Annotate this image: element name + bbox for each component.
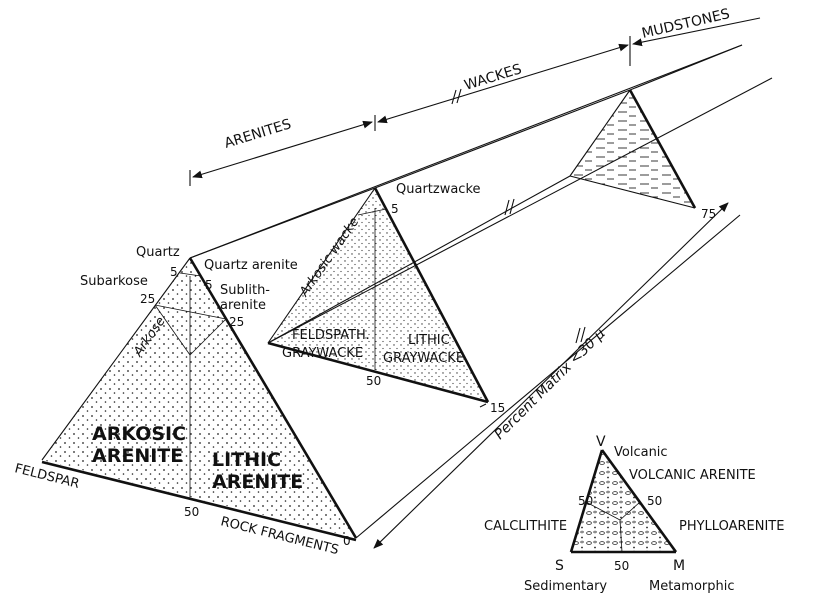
rf-tick-left-50: 50 bbox=[578, 494, 593, 508]
tick-right-5: 5 bbox=[205, 278, 213, 292]
tick-right-25: 25 bbox=[229, 315, 244, 329]
wacke-triangle bbox=[267, 187, 490, 404]
quartz-arenite-label: Quartz arenite bbox=[204, 258, 298, 273]
matrix-tick-15: 15 bbox=[490, 401, 505, 415]
arenites-label: ARENITES bbox=[222, 116, 293, 152]
wacke-tick-5: 5 bbox=[391, 202, 399, 216]
lithic-graywacke-label-1: LITHIC bbox=[408, 333, 450, 348]
volcanic-arenite-label: VOLCANIC ARENITE bbox=[629, 468, 756, 483]
rf-tick-base-50: 50 bbox=[614, 559, 629, 573]
lithic-graywacke-label-2: GRAYWACKE bbox=[383, 351, 464, 366]
arkosic-arenite-label-1: ARKOSIC bbox=[92, 423, 186, 445]
feldspath-graywacke-label-1: FELDSPATH. bbox=[292, 328, 370, 343]
arenite-triangle bbox=[41, 257, 358, 542]
calclithite-label: CALCLITHITE bbox=[484, 519, 567, 534]
group-brackets bbox=[189, 17, 761, 186]
rf-tick-right-50: 50 bbox=[647, 494, 662, 508]
mudstones-label: MUDSTONES bbox=[640, 6, 731, 42]
sublitharenite-label-1: Sublith- bbox=[220, 283, 270, 298]
arkosic-arenite-label-2: ARENITE bbox=[92, 445, 183, 467]
quartzwacke-label: Quartzwacke bbox=[396, 182, 481, 197]
matrix-tick-75: 75 bbox=[701, 207, 716, 221]
sedimentary-label: Sedimentary bbox=[524, 579, 607, 594]
feldspath-graywacke-label-2: GRAYWACKE bbox=[282, 346, 363, 361]
quartz-apex-label: Quartz bbox=[136, 245, 180, 260]
lithic-arenite-label-2: ARENITE bbox=[212, 471, 303, 493]
rock-fragment-triangle bbox=[569, 449, 678, 554]
subarkose-label: Subarkose bbox=[80, 274, 148, 289]
volcanic-letter: V bbox=[596, 434, 606, 450]
lithic-arenite-label-1: LITHIC bbox=[212, 449, 281, 471]
tick-left-25: 25 bbox=[140, 292, 155, 306]
metamorphic-label: Metamorphic bbox=[649, 579, 735, 594]
tick-base-50: 50 bbox=[184, 505, 199, 519]
sublitharenite-label-2: arenite bbox=[220, 298, 266, 313]
matrix-axis bbox=[373, 198, 729, 549]
wackes-label: WACKES bbox=[462, 61, 523, 94]
matrix-axis-label: Percent Matrix <30 μ bbox=[492, 326, 609, 443]
wacke-tick-50: 50 bbox=[366, 374, 381, 388]
mudstone-triangle bbox=[569, 89, 697, 209]
volcanic-label: Volcanic bbox=[614, 445, 668, 460]
sedimentary-letter: S bbox=[555, 558, 564, 574]
tick-left-5: 5 bbox=[170, 265, 178, 279]
metamorphic-letter: M bbox=[673, 558, 685, 574]
phylloarenite-label: PHYLLOARENITE bbox=[679, 519, 784, 534]
matrix-tick-0: 0 bbox=[343, 534, 351, 548]
